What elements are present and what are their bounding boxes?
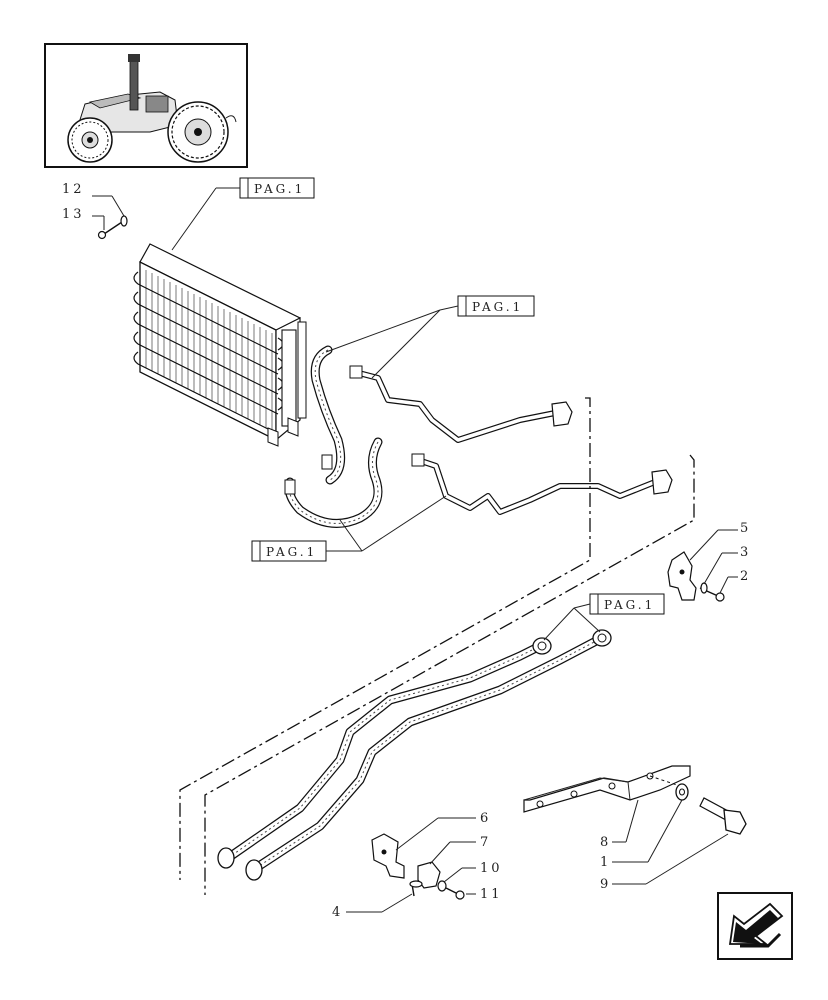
svg-text:7: 7	[480, 835, 491, 850]
svg-text:10: 10	[480, 861, 503, 876]
svg-text:3: 3	[740, 545, 751, 560]
callout-12: 12	[62, 182, 125, 217]
rigid-pipe-upper	[349, 365, 573, 443]
callout-1: 1	[600, 799, 683, 870]
washer-3	[700, 582, 708, 594]
svg-text:4: 4	[332, 905, 343, 920]
callout-2: 2	[719, 569, 751, 594]
svg-text:PAG.1: PAG.1	[472, 300, 523, 314]
long-pipe-assembly	[217, 629, 612, 881]
svg-text:8: 8	[600, 835, 611, 850]
washer-1	[675, 783, 689, 801]
oil-cooler	[133, 243, 307, 447]
bolt-9	[699, 797, 747, 835]
svg-text:9: 9	[600, 877, 611, 892]
back-arrow-icon[interactable]	[717, 892, 793, 960]
svg-text:13: 13	[62, 207, 85, 222]
rigid-pipe-lower	[411, 453, 673, 515]
callout-6: 6	[395, 811, 491, 851]
callout-11: 11	[466, 887, 503, 902]
callout-7: 7	[429, 835, 491, 865]
bolt-11	[445, 887, 465, 900]
callout-3: 3	[703, 545, 751, 585]
callout-4: 4	[332, 893, 413, 920]
page-ref-upper-pipes[interactable]: PAG.1	[325, 295, 535, 379]
page-ref-lower-hoses[interactable]: PAG.1	[251, 495, 447, 562]
svg-text:11: 11	[480, 887, 503, 902]
bracket-8	[523, 765, 691, 813]
bolt-12-13	[97, 215, 128, 240]
page-ref-radiator[interactable]: PAG.1	[171, 177, 315, 251]
svg-text:PAG.1: PAG.1	[604, 598, 655, 612]
callout-13: 13	[62, 207, 105, 230]
callout-8: 8	[600, 799, 639, 850]
bolt-4	[409, 880, 423, 897]
svg-text:PAG.1: PAG.1	[254, 182, 305, 196]
svg-text:5: 5	[740, 521, 751, 536]
svg-text:12: 12	[62, 182, 85, 197]
svg-text:6: 6	[480, 811, 491, 826]
callout-5: 5	[689, 521, 751, 561]
assembly-boundary-lines	[179, 397, 695, 895]
cooler-hose-upper	[310, 345, 346, 485]
cooler-hose-lower	[284, 437, 383, 528]
bracket-5	[667, 551, 697, 601]
tractor-thumbnail-icon	[44, 43, 248, 168]
page-ref-long-pipes[interactable]: PAG.1	[543, 593, 665, 641]
svg-text:PAG.1: PAG.1	[266, 545, 317, 559]
washer-10	[437, 880, 447, 892]
callout-10: 10	[443, 861, 503, 883]
clamp-6	[371, 833, 405, 879]
svg-text:1: 1	[600, 855, 611, 870]
callout-9: 9	[600, 833, 729, 892]
svg-text:2: 2	[740, 569, 751, 584]
